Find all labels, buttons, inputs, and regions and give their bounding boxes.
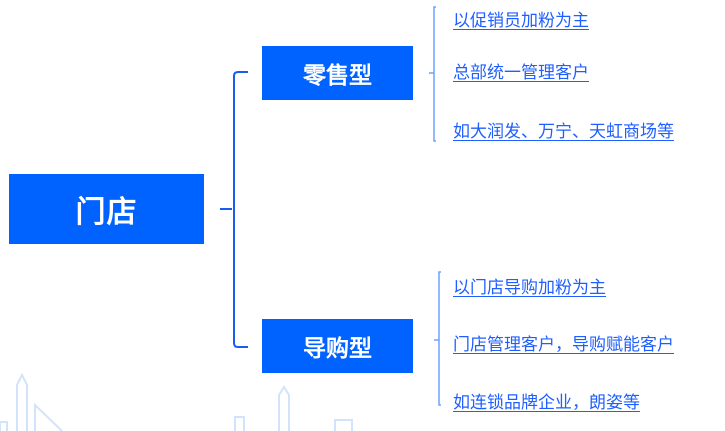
skyline-decoration — [0, 372, 353, 431]
guide-bracket — [434, 271, 441, 406]
branch-node-label: 导购型 — [303, 336, 372, 362]
branch-node-label: 零售型 — [303, 63, 372, 89]
root-node-store[interactable]: 门店 — [9, 174, 204, 244]
leaf-link[interactable]: 门店管理客户，导购赋能客户 — [453, 335, 674, 355]
leaf-link[interactable]: 总部统一管理客户 — [453, 63, 589, 83]
branch-node-retail[interactable]: 零售型 — [262, 46, 413, 100]
root-node-label: 门店 — [75, 195, 138, 230]
leaf-link[interactable]: 以促销员加粉为主 — [453, 11, 589, 31]
main-bracket — [220, 71, 248, 348]
retail-bracket — [429, 6, 436, 142]
branch-node-guide[interactable]: 导购型 — [262, 319, 413, 373]
leaf-link[interactable]: 以门店导购加粉为主 — [453, 278, 606, 298]
leaf-link[interactable]: 如连锁品牌企业，朗姿等 — [453, 393, 640, 413]
leaf-link[interactable]: 如大润发、万宁、天虹商场等 — [453, 122, 674, 142]
